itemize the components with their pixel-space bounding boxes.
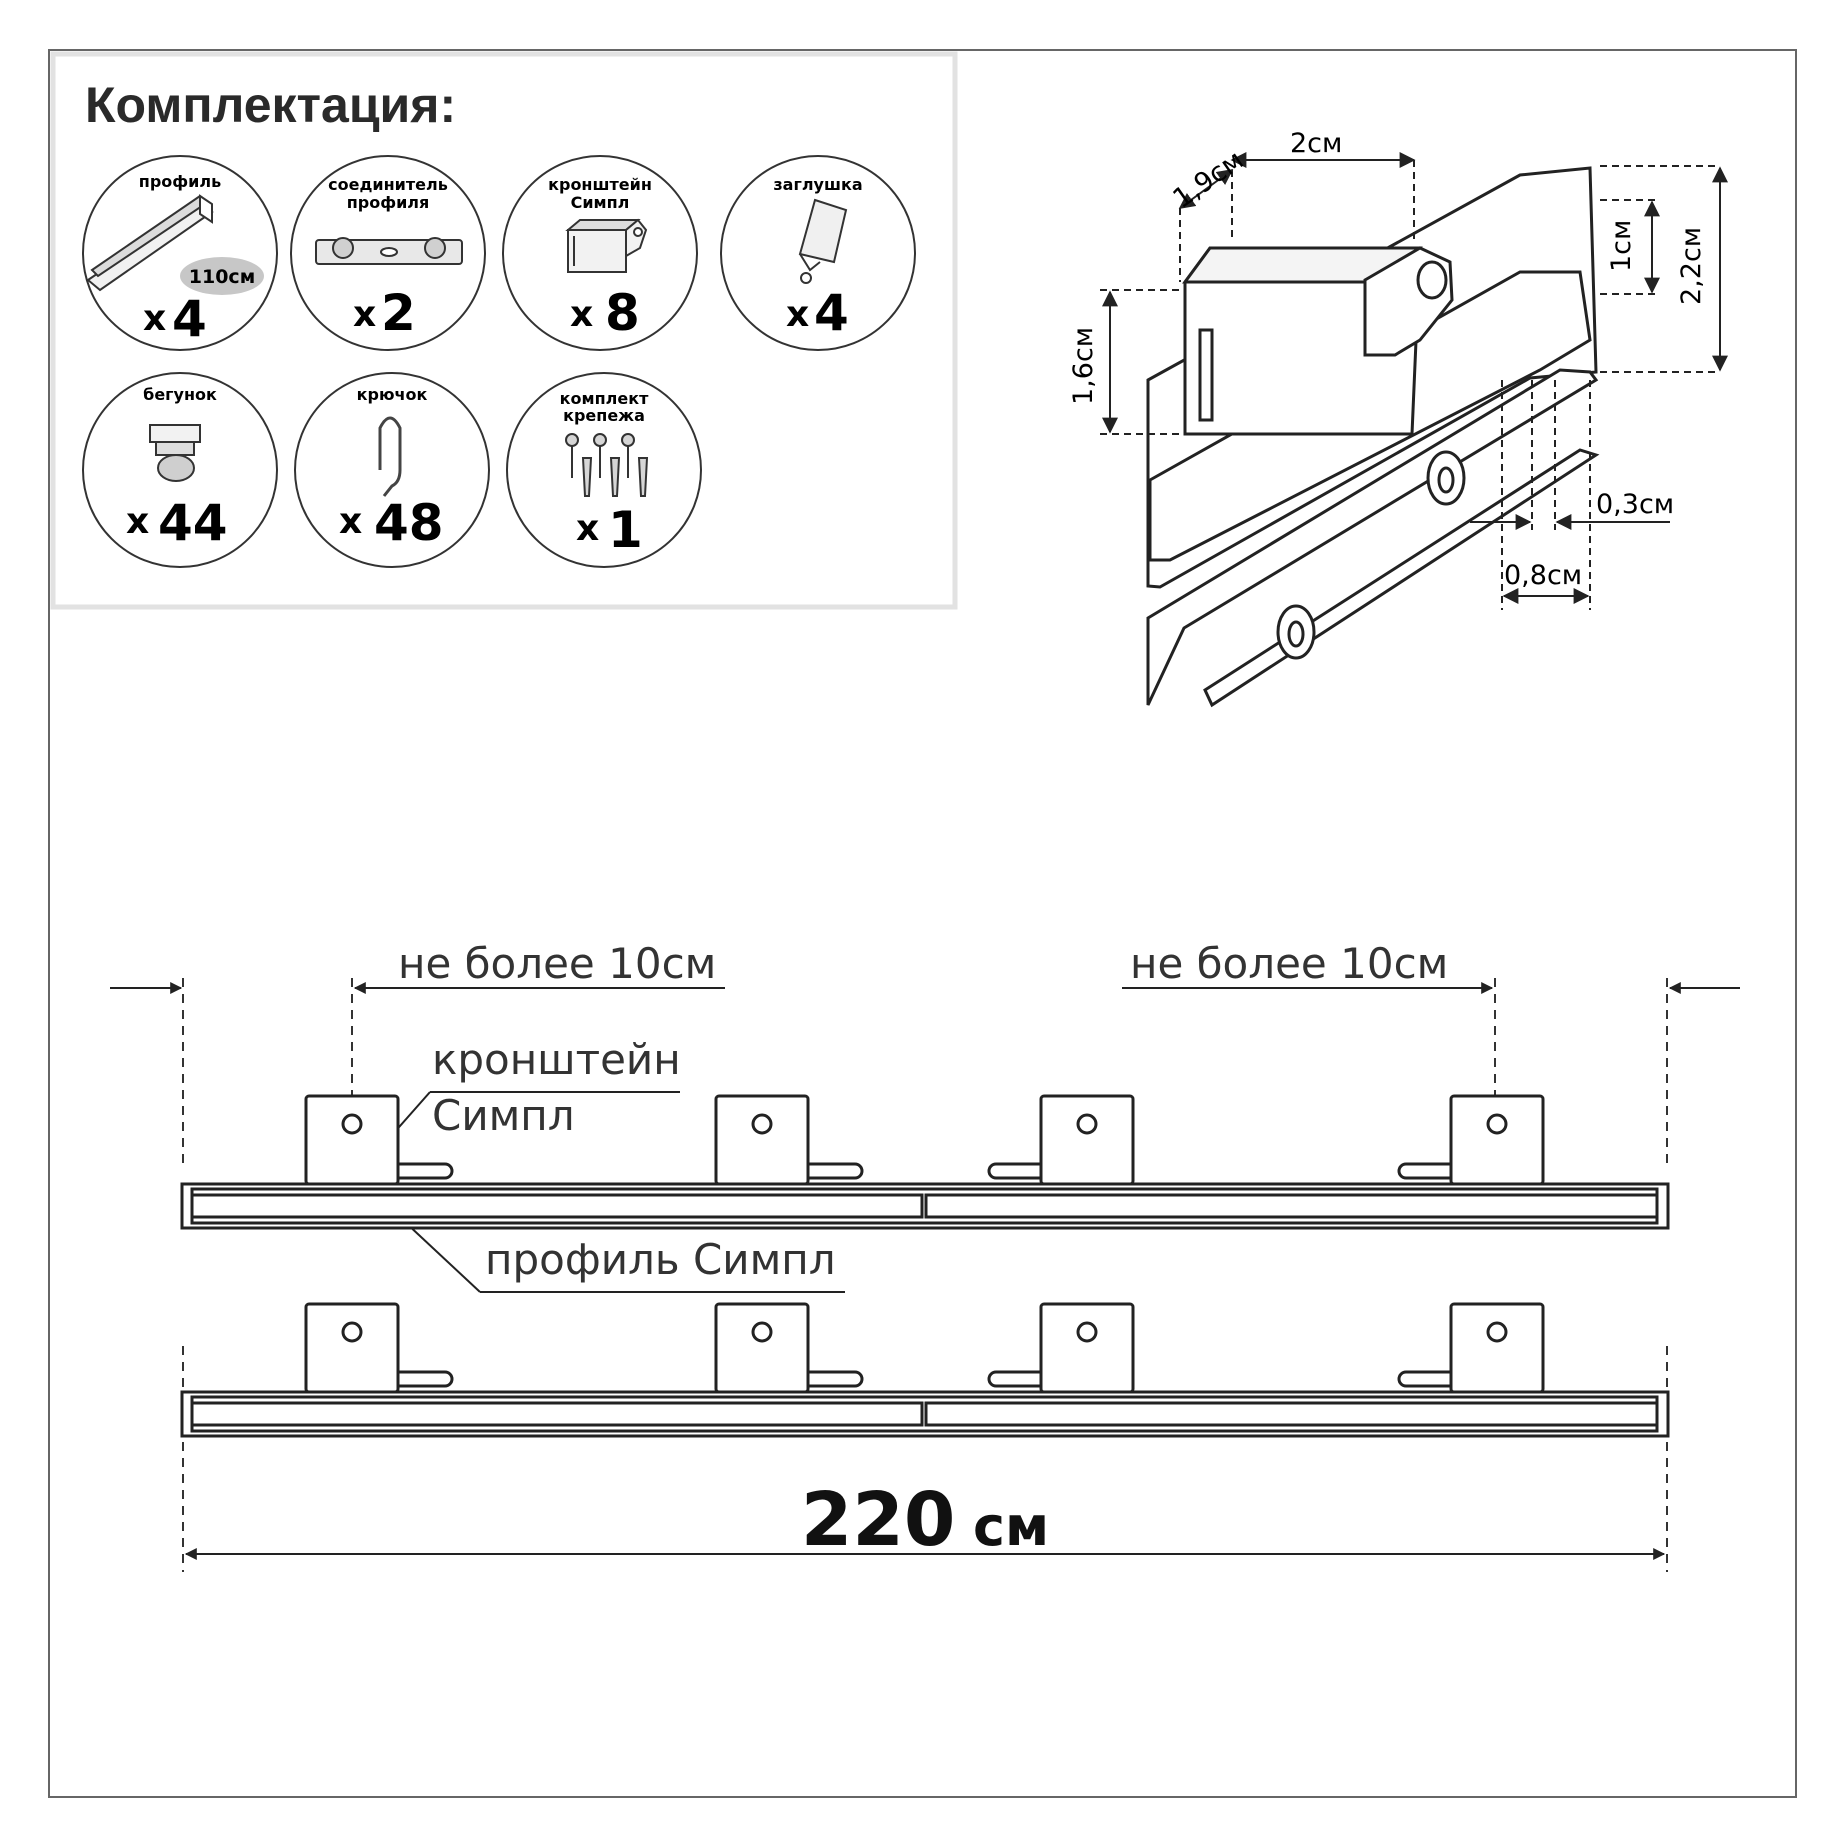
kit-item-profile-qty-x: x [143,298,166,339]
total-length-value: 220 [801,1477,955,1563]
kit-item-glider-qty: 44 [158,494,228,552]
kit-title: Комплектация: [85,77,456,133]
outer-frame [48,49,1797,1798]
rail-1-bracket-1-hole [341,1113,363,1135]
rail-2-profile-right [924,1401,1659,1427]
kit-item-bracket: кронштейн Симпл x 8 [502,155,698,351]
dim-22-label: 2,2см [1676,227,1707,305]
rail-2-profile-left [190,1401,924,1427]
kit-item-glider-qty-x: x [126,501,149,542]
kit-panel: Комплектация: профиль 110см x 4 соединит… [50,51,958,610]
plan-rails [180,1094,1670,1438]
rail-2-bracket-1-hole [341,1321,363,1343]
kit-item-glider: бегунок x 44 [82,372,278,568]
rail-2-bracket-1 [304,1302,400,1394]
kit-item-connector-qty-x: x [353,294,376,335]
kit-item-profile-qty: 4 [172,290,207,348]
dim-03-label: 0,3см [1596,489,1674,520]
dim-19-label: 1,9см [1167,145,1249,215]
rail-1-profile-left [190,1193,924,1219]
kit-item-hook-qty: 48 [374,494,444,552]
dim-08-label: 0,8см [1504,560,1582,591]
kit-item-bracket-qty-x: x [570,294,593,335]
total-length: 220 см [801,1477,1049,1563]
kit-item-end-cap-qty-x: x [786,294,809,335]
rail-1-bracket-2-hole [751,1113,773,1135]
kit-item-bracket-label-2: Симпл [571,193,630,212]
kit-item-end-cap-label: заглушка [773,175,862,194]
kit-item-end-cap: заглушка x 4 [720,155,916,351]
kit-item-end-cap-qty: 4 [814,284,849,342]
front-rail [1146,368,1599,706]
bracket-mount-hole [1416,260,1448,300]
max-gap-left-label: не более 10см [398,939,716,988]
kit-item-fasteners-label-1: комплект [560,389,649,408]
hook-icon [378,416,402,497]
bracket-callout-line2: Симпл [432,1091,575,1140]
rail-2-bracket-2 [714,1302,810,1394]
kit-item-fasteners-label-2: крепежа [563,406,645,425]
profile-rail-icon [86,194,214,292]
rail-1-profile-right [924,1193,1659,1219]
rail-2-bracket-4-hole [1486,1321,1508,1343]
profile-callout: профиль Симпл [485,1235,836,1284]
kit-item-connector-label-2: профиля [347,193,430,212]
end-cap-icon [798,198,848,284]
rail-2-bracket-3 [1039,1302,1135,1394]
rail-1-bracket-2 [714,1094,810,1186]
kit-item-fasteners-qty-x: x [576,508,599,549]
kit-item-fasteners: комплект крепежа x 1 [506,372,702,568]
profile-length-badge-bg [180,257,264,295]
rail-1-bracket-3 [1039,1094,1135,1186]
dim-1-label: 1см [1606,220,1637,272]
dim-2-label: 2см [1290,128,1342,159]
screws-anchors-icon [565,433,649,497]
bracket-callout-line1: кронштейн [432,1035,681,1084]
glider-loop-2-hole [1437,466,1455,494]
kit-item-bracket-qty: 8 [605,284,640,342]
rail-1-bracket-4 [1449,1094,1545,1186]
plan-guides [182,978,1668,1572]
kit-item-fasteners-qty: 1 [608,501,643,559]
kit-item-profile-label: профиль [139,172,221,191]
rail-2-bracket-2-hole [751,1321,773,1343]
kit-item-hook-qty-x: x [339,501,362,542]
bracket-slot [1198,328,1214,422]
rail-3d-detail [1146,166,1600,708]
kit-item-profile: профиль 110см x 4 [82,155,278,351]
rail-1-bracket-4-hole [1486,1113,1508,1135]
plan-dimension-lines [110,982,1740,1560]
glider-loop-1-hole [1287,620,1305,648]
rail-1-bracket-3-hole [1076,1113,1098,1135]
kit-item-connector-label-1: соединитель [328,175,448,194]
kit-item-connector: соединитель профиля x 2 [290,155,486,351]
total-length-unit: см [973,1495,1049,1558]
kit-item-bracket-label-1: кронштейн [548,175,652,194]
dim-19-arrow [1178,169,1234,209]
kit-item-connector-qty: 2 [381,284,416,342]
kit-item-hook-label: крючок [357,385,428,404]
connector-icon [315,237,463,265]
detail-dimensions [1100,152,1728,610]
glider-icon [149,424,201,482]
rail-1-bracket-1 [304,1094,400,1186]
rail-2-bracket-4 [1449,1302,1545,1394]
kit-item-glider-label: бегунок [143,385,217,404]
profile-length-badge: 110см [189,266,255,288]
rail-2-bracket-3-hole [1076,1321,1098,1343]
bracket-icon [565,218,648,273]
kit-item-hook: крючок x 48 [294,372,490,568]
installation-plan: не более 10см не более 10см кронштейн Си… [110,939,1740,1572]
dim-16-label: 1,6см [1068,327,1099,405]
max-gap-right-label: не более 10см [1130,939,1448,988]
